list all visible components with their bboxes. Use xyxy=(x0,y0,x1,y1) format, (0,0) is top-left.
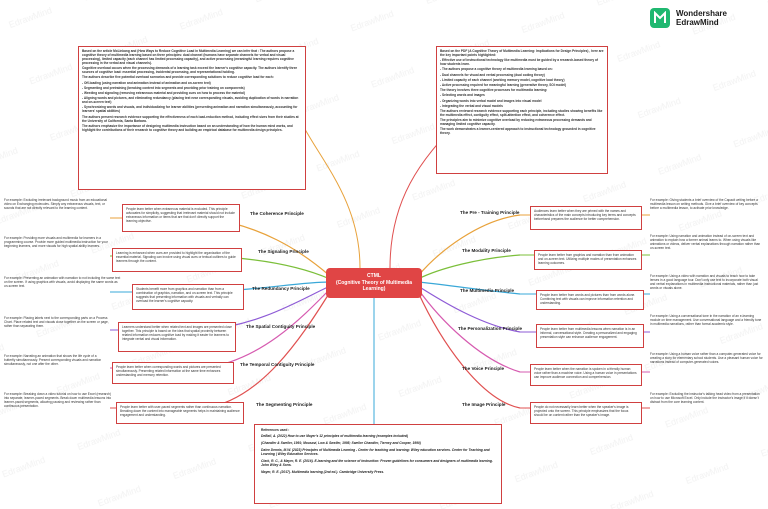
coherence-description: People learn better when extraneous mate… xyxy=(122,204,240,232)
segmenting-example: For example: Breaking down a video tutor… xyxy=(4,392,112,408)
central-topic[interactable]: CTML (Cognitive Theory of Multimedia Lea… xyxy=(326,268,422,298)
topic-segmenting-principle[interactable]: The Segmenting Principle xyxy=(256,402,313,407)
coherence-example: For example: Excluding irrelevant backgr… xyxy=(4,198,107,210)
intro-right-paragraph: Based on the PDF (A Cognitive Theory of … xyxy=(440,49,604,57)
reference-item: Dalee Dennis, M.W. (2023) Principles of … xyxy=(261,447,490,456)
brand-name-line1: Wondershare xyxy=(676,9,727,18)
multimedia-example: For example: Using a video with narratio… xyxy=(650,274,759,290)
pre-training-description: Audiences learn better when they are pri… xyxy=(530,206,642,230)
topic-redundancy-principle[interactable]: The Redundancy Principle xyxy=(252,286,310,291)
modality-example: For example: Using narration and animati… xyxy=(650,234,761,250)
intro-left-paragraph: Based on the article McLinkang and (How … xyxy=(82,49,295,65)
intro-right-paragraph: - Organizing words into verbal model and… xyxy=(440,98,542,103)
segmenting-description: People learn better with user-paced segm… xyxy=(116,402,244,424)
edrawmind-logo-icon xyxy=(650,8,670,28)
topic-multimedia-principle[interactable]: The Multimedia Principle xyxy=(460,288,515,293)
intro-right-paragraph: - Dual channels for visual and verbal pr… xyxy=(440,72,545,77)
references-title: References used : xyxy=(261,428,290,432)
topic-spatial-contiguity-principle[interactable]: The Spatial Contiguity Principle xyxy=(246,324,316,329)
modality-description: People learn better from graphics and na… xyxy=(534,250,642,270)
reference-item: DeBell, A. (2022) How to use Mayer's 12 … xyxy=(261,434,409,439)
redundancy-example: For example: Presenting an animation wit… xyxy=(4,276,121,288)
topic-coherence-principle[interactable]: The Coherence Principle xyxy=(250,211,304,216)
temporal-contiguity-example: For example: Narrating an animation that… xyxy=(4,354,102,366)
image-description: People do not necessarily learn better w… xyxy=(530,402,642,424)
spatial-contiguity-description: Learners understand better when related … xyxy=(118,322,236,352)
intro-right-paragraph: - Active processing required for meaning… xyxy=(440,82,567,87)
intro-left-paragraph: Cognitive overload occurs when the proce… xyxy=(82,66,298,75)
topic-pre-training-principle[interactable]: The Pre - Training Principle xyxy=(460,210,520,215)
temporal-contiguity-description: People learn better when corresponding w… xyxy=(112,362,234,384)
intro-left-box: Based on the article McLinkang and (How … xyxy=(78,46,306,190)
intro-right-paragraph: The authors reviewed research evidence s… xyxy=(440,108,603,117)
redundancy-description: Students benefit more from graphics and … xyxy=(132,284,244,310)
intro-left-paragraph: - Aligning words and pictures, and elimi… xyxy=(82,96,299,105)
signaling-example: For example: Providing more visuals and … xyxy=(4,236,108,248)
intro-left-paragraph: The authors present research evidence su… xyxy=(82,114,299,123)
pre-training-example: For example: Giving students a brief ove… xyxy=(650,198,758,210)
references-box: References used : DeBell, A. (2022) How … xyxy=(254,424,502,504)
voice-description: People learn better when the narration i… xyxy=(530,364,642,386)
intro-left-paragraph: - Segmenting and pretraining (breaking c… xyxy=(82,85,245,90)
topic-voice-principle[interactable]: The Voice Principle xyxy=(462,366,505,371)
intro-right-paragraph: - Effective use of instructional technol… xyxy=(440,58,598,67)
intro-left-paragraph: - Off-loading (using narration and anima… xyxy=(82,80,211,85)
personalization-description: People learn better from multimedia less… xyxy=(536,324,644,348)
intro-right-paragraph: The work demonstrates a learner-centered… xyxy=(440,127,596,136)
reference-item: Mayer, R. E. (2017). Multimedia learning… xyxy=(261,469,385,474)
brand-name-line2: EdrawMind xyxy=(676,18,719,27)
intro-right-paragraph: - Integrating the verbal and visual mode… xyxy=(440,103,503,108)
personalization-example: For example: Using a conversational tone… xyxy=(650,314,762,326)
reference-item: (Chandler & Sweller, 1991; Mousavi, Low … xyxy=(261,440,421,445)
image-example: For example: Excluding the instructor's … xyxy=(650,392,760,404)
reference-item: Clark, R. C., & Mayer, R. E. (2016). E-l… xyxy=(261,458,493,467)
central-topic-line3: Learning) xyxy=(362,286,386,293)
topic-temporal-contiguity-principle[interactable]: The Temporal Contiguity Principle xyxy=(240,362,315,367)
multimedia-description: People learn better from words and pictu… xyxy=(536,290,644,310)
central-topic-line2: (Cognitive Theory of Multimedia xyxy=(335,279,413,286)
topic-image-principle[interactable]: The Image Principle xyxy=(462,402,506,407)
voice-example: For example: Using a human voice rather … xyxy=(650,352,763,364)
intro-right-paragraph: - The authors propose a cognitive theory… xyxy=(440,67,553,72)
intro-left-paragraph: The authors emphasize the importance of … xyxy=(82,123,293,132)
intro-right-paragraph: The theory involves three cognitive proc… xyxy=(440,88,548,93)
topic-modality-principle[interactable]: The Modality Principle xyxy=(462,248,511,253)
topic-signaling-principle[interactable]: The Signaling Principle xyxy=(258,249,309,254)
intro-left-paragraph: - Synchronizing words and visuals, and i… xyxy=(82,105,298,114)
intro-left-paragraph: - Weeding and signaling (removing extran… xyxy=(82,90,245,95)
topic-personalization-principle[interactable]: The Personalization Principle xyxy=(458,326,523,331)
signaling-description: Learning is enhanced when cues are provi… xyxy=(112,248,242,272)
spatial-contiguity-example: For example: Placing labels next to the … xyxy=(4,316,109,328)
central-topic-line1: CTML xyxy=(367,273,381,280)
brand-logo: Wondershare EdrawMind xyxy=(650,8,727,28)
intro-right-paragraph: - Limited capacity of each channel (work… xyxy=(440,77,565,82)
intro-right-paragraph: - Selecting words and images xyxy=(440,93,485,98)
intro-right-box: Based on the PDF (A Cognitive Theory of … xyxy=(436,46,608,174)
intro-left-paragraph: The authors describe five potential over… xyxy=(82,75,274,80)
intro-right-paragraph: The principles aim to minimize cognitive… xyxy=(440,118,592,127)
